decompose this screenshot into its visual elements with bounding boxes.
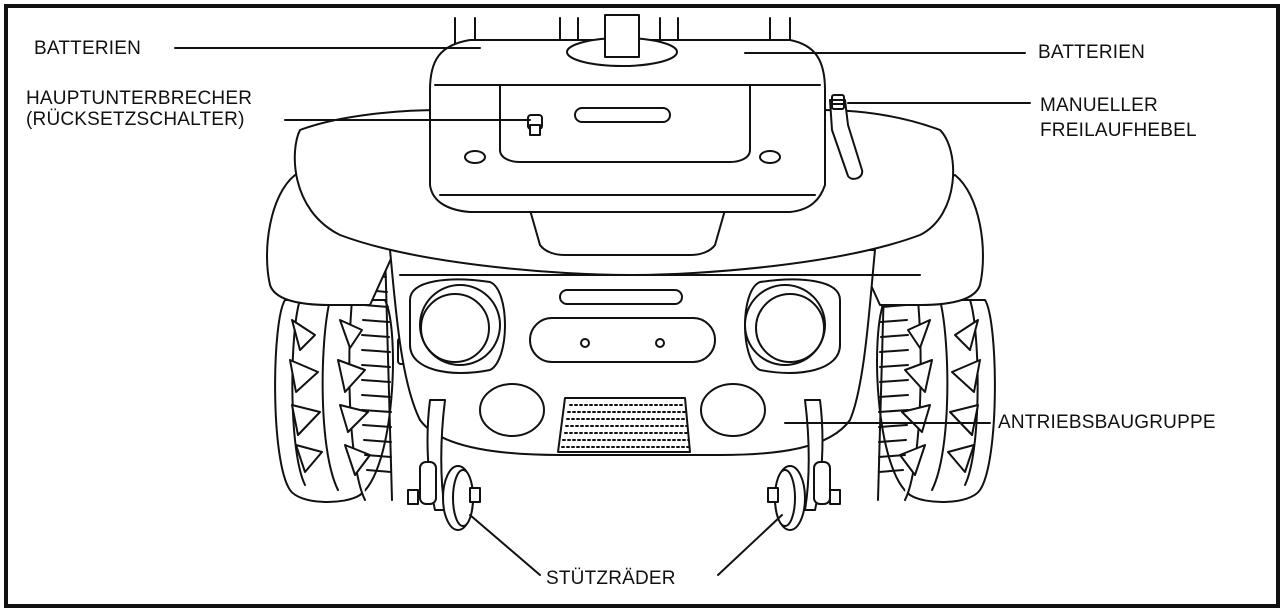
label-batterien-right: BATTERIEN	[1038, 42, 1146, 63]
battery-box	[429, 14, 826, 213]
drive-assembly	[389, 249, 876, 456]
right-rear-wheel	[835, 249, 996, 503]
label-freilauf-line1: MANUELLER	[1040, 95, 1158, 116]
label-hauptunterbrecher-line2: (RÜCKSETZSCHALTER)	[26, 109, 245, 130]
label-batterien-left: BATTERIEN	[34, 38, 142, 59]
center-console	[529, 209, 726, 256]
leader-stuetz-right	[717, 514, 783, 576]
label-stuetzraeder: STÜTZRÄDER	[546, 568, 676, 589]
left-anti-tip-wheel	[407, 399, 481, 531]
right-anti-tip-wheel	[767, 399, 841, 531]
label-hauptunterbrecher-line1: HAUPTUNTERBRECHER	[26, 88, 253, 109]
left-rear-wheel	[274, 249, 415, 503]
label-freilauf-line2: FREILAUFHEBEL	[1040, 120, 1197, 141]
freewheel-lever	[829, 94, 864, 180]
label-antrieb: ANTRIEBSBAUGRUPPE	[998, 412, 1216, 433]
leader-stuetz-left	[469, 514, 541, 576]
reset-switch	[527, 114, 543, 136]
